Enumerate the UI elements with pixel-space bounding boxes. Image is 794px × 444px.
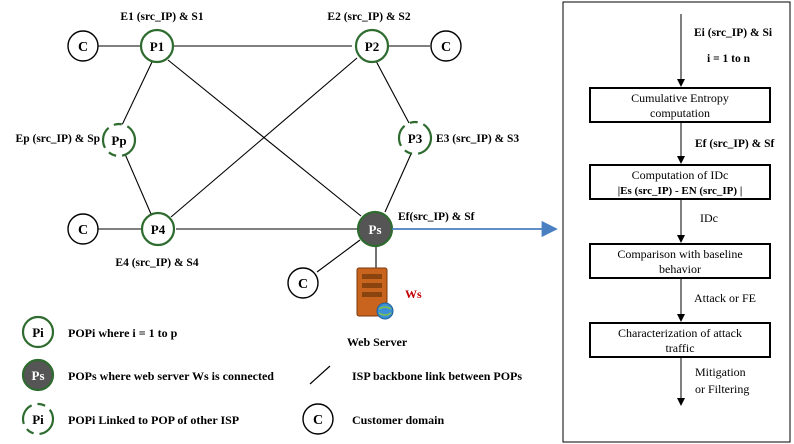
- svg-text:C: C: [78, 223, 88, 238]
- label-ep: Ep (src_IP) & Sp: [16, 133, 100, 145]
- svg-text:P3: P3: [408, 131, 423, 146]
- flow-output-line2: or Filtering: [695, 382, 749, 396]
- legend-customer-text: Customer domain: [352, 413, 444, 427]
- label-e1: E1 (src_IP) & S1: [120, 11, 203, 23]
- flow-step1-box: [589, 87, 771, 123]
- link-p2-p3: [375, 60, 410, 124]
- pop-node-p2: P2: [354, 28, 390, 64]
- network-links: [98, 45, 430, 273]
- link-ps-c: [316, 239, 361, 273]
- legend-server-pop-text: POPs where web server Ws is connected: [68, 369, 274, 383]
- flowchart-border: [562, 1, 791, 443]
- legend-linked-pop-text: POPi Linked to POP of other ISP: [68, 413, 239, 427]
- svg-text:C: C: [298, 277, 308, 292]
- flow-step4-line2: traffic: [665, 341, 694, 355]
- web-server-icon: [356, 267, 394, 320]
- svg-text:Pi: Pi: [32, 412, 44, 427]
- link-p1-pp: [121, 61, 153, 126]
- flow-step3-line2: behavior: [659, 262, 701, 276]
- server-tag: Ws: [405, 287, 422, 301]
- flow-step1-line2: computation: [650, 106, 710, 120]
- pop-node-p3: P3: [397, 120, 433, 156]
- flow-input: Ei (src_IP) & Si: [694, 27, 773, 39]
- legend-server-pop-symbol: Ps: [21, 358, 55, 392]
- svg-text:C: C: [313, 413, 323, 428]
- customer-node-left-top: C: [67, 30, 99, 62]
- label-e3: E3 (src_IP) & S3: [436, 133, 519, 145]
- svg-text:Pi: Pi: [32, 325, 44, 340]
- label-e2: E2 (src_IP) & S2: [327, 11, 410, 23]
- link-p1-ps: [167, 59, 362, 217]
- flow-output-line1: Mitigation: [695, 365, 746, 379]
- flowchart-panel: Ei (src_IP) & Si i = 1 to n Cumulative E…: [562, 1, 791, 443]
- flow-step4-line1: Characterization of attack: [618, 326, 742, 340]
- pop-node-p4: P4: [140, 211, 176, 247]
- svg-text:P4: P4: [151, 222, 166, 237]
- flow-arrow1-label: Ef (src_IP) & Sf: [695, 138, 774, 150]
- customer-node-right-top: C: [430, 30, 462, 62]
- svg-text:P1: P1: [150, 39, 164, 54]
- legend-customer-symbol: C: [302, 403, 334, 435]
- svg-text:P2: P2: [365, 39, 379, 54]
- flow-step3-box: [589, 243, 771, 279]
- flow-step1-line1: Cumulative Entropy: [631, 91, 729, 105]
- legend: Pi POPi where i = 1 to p Ps POPs where w…: [21, 315, 522, 436]
- flow-step2-line1: Computation of IDc: [632, 168, 729, 182]
- svg-text:Ps: Ps: [32, 368, 45, 383]
- flow-arrow3-label: Attack or FE: [694, 291, 756, 305]
- flow-input-range: i = 1 to n: [707, 53, 751, 65]
- svg-text:Pp: Pp: [111, 133, 126, 148]
- flow-step4-box: [589, 322, 771, 358]
- pop-node-pp: Pp: [101, 122, 137, 158]
- customer-node-left-bottom: C: [67, 213, 99, 245]
- legend-pop-symbol: Pi: [21, 315, 55, 349]
- svg-text:Ps: Ps: [369, 222, 382, 237]
- svg-text:C: C: [441, 40, 451, 55]
- pop-node-p1: P1: [139, 28, 175, 64]
- link-p3-ps: [384, 153, 412, 213]
- flow-step2-box: [589, 164, 771, 200]
- customer-node-bottom: C: [287, 267, 319, 299]
- label-e4: E4 (src_IP) & S4: [115, 257, 198, 269]
- svg-text:C: C: [78, 40, 88, 55]
- legend-linked-pop-symbol: Pi: [21, 402, 55, 436]
- legend-pop-text: POPi where i = 1 to p: [68, 326, 178, 340]
- link-p2-p4: [170, 57, 358, 218]
- pop-node-ps: Ps: [356, 210, 394, 248]
- link-pp-p4: [124, 153, 152, 215]
- flow-step3-line1: Comparison with baseline: [617, 247, 742, 261]
- label-ef: Ef(src_IP) & Sf: [398, 211, 475, 223]
- web-server-label: Web Server: [347, 335, 408, 349]
- legend-backbone-symbol: [309, 365, 331, 385]
- flow-arrow2-label: IDc: [700, 211, 718, 225]
- legend-backbone-text: ISP backbone link between POPs: [352, 369, 522, 383]
- flow-step2-line2: |Es (src_IP) - EN (src_IP) |: [618, 185, 743, 197]
